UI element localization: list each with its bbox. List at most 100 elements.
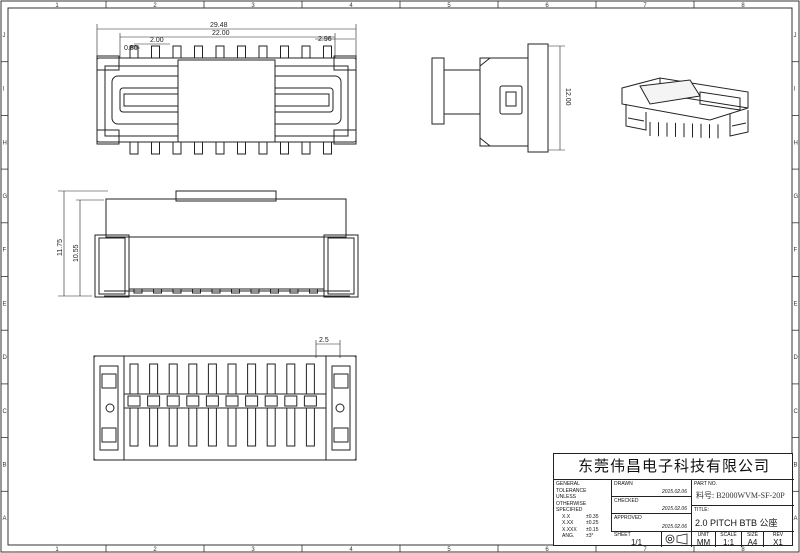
column-label: 1 [55,3,59,9]
checked-label: CHECKED [614,498,639,504]
row-label: B [794,462,798,468]
title-block: 东莞伟昌电子科技有限公司 GENERAL TOLERANCE UNLESS OT… [553,453,794,547]
tolerance-key: X.X [562,513,571,520]
dim-bottom-pitch: 2.5 [319,337,329,344]
column-label: 4 [349,547,353,553]
tolerance-unless: UNLESS [556,494,577,500]
bottom-pin-lower [207,407,217,447]
scale-cell: SCALE 1:1 [716,532,742,547]
size-value: A4 [747,538,758,547]
row-label: E [3,301,7,307]
front-pin [250,288,260,294]
bottom-pin-lower [188,407,198,447]
projection-symbol [662,532,692,547]
row-label: A [794,516,798,522]
bottom-pin-lower [286,407,296,447]
row-label: F [3,248,7,254]
checked-cell: CHECKED 2015.02.06 [612,497,692,514]
company-name: 东莞伟昌电子科技有限公司 [554,454,794,480]
pin-bottom [301,141,311,155]
column-label: 6 [545,547,549,553]
pin-bottom [280,141,289,155]
bottom-pin-lower [266,407,276,447]
tolerance-value: ±0.15 [586,526,599,533]
row-label: G [794,194,799,200]
bottom-pin-pad [245,395,259,407]
general-tolerance: GENERAL TOLERANCE UNLESS OTHERWISE SPECI… [554,480,612,539]
drawn-date: 2015.02.06 [661,489,687,495]
column-label: 7 [643,547,647,553]
drawn-cell: DRAWN 2015.02.06 [612,480,692,497]
pin-top [301,45,311,59]
column-label: 3 [251,547,255,553]
tolerance-row: X.XX±0.25 [556,520,609,527]
row-label: G [3,194,8,200]
bottom-pin-pad [225,395,239,407]
column-label: 6 [545,3,549,9]
column-label: 5 [447,3,451,9]
row-label: E [794,301,798,307]
tolerance-key: ANG. [562,533,575,539]
bottom-pin-lower [305,407,315,447]
pin-top [172,45,182,59]
sheet-value: 1/1 [630,538,643,547]
pin-bottom [323,141,332,155]
bottom-pin-pad [166,395,180,407]
bottom-pin-upper [168,363,178,395]
drawn-label: DRAWN [614,481,633,487]
bottom-pin-pad [303,395,317,407]
bottom-pin-pad [205,395,219,407]
bottom-pin-pad [127,395,141,407]
third-angle-projection-icon [665,533,687,545]
tolerance-value: ±3° [586,533,594,539]
row-label: J [794,33,797,39]
part-no-label: PART NO. [694,481,718,487]
row-label: H [794,140,798,146]
column-label: 2 [153,547,157,553]
dim-pitch: 2.00 [150,37,164,44]
front-pin [172,288,182,294]
bottom-pin-upper [247,363,257,395]
bottom-pin-pad [147,395,161,407]
tolerance-value: ±0.35 [586,513,599,520]
sheet-cell: SHEET 1/1 [612,532,662,547]
sheet-label: SHEET [614,532,631,538]
tolerance-otherwise: OTHERWISE SPECIFIED [556,500,587,514]
isometric-view [621,77,749,139]
row-label: C [3,409,8,415]
row-label: A [3,516,7,522]
pin-top [215,45,225,59]
row-label: I [794,87,796,93]
row-label: I [3,87,5,93]
front-view [58,190,359,298]
bottom-pin-lower [149,407,159,447]
pin-top [194,45,203,59]
column-label: 8 [741,547,745,553]
unit-cell: UNIT MM [692,532,716,547]
dim-pin-width: 0.80 [124,45,138,52]
part-no-cell: PART NO. 料号: B2000WVM-SF-20P [692,480,794,506]
rev-cell: REV X1 [764,532,792,547]
row-label: B [3,462,7,468]
bottom-pin-upper [188,363,198,395]
bottom-pin-pad [186,395,200,407]
pin-top [258,45,268,59]
checked-date: 2015.02.06 [661,506,687,512]
bottom-pin-upper [227,363,237,395]
approved-cell: APPROVED 2015.02.06 [612,514,692,532]
bottom-pin-lower [227,407,237,447]
tolerance-key: X.XX [562,520,574,526]
bottom-pin-upper [129,363,139,395]
tolerance-row: ANG. ±3° [556,533,609,540]
unit-value: MM [696,538,711,547]
bottom-pin-pad [264,395,278,407]
front-pin [153,288,162,294]
side-view [431,43,565,153]
size-label: SIZE [746,532,759,538]
front-pin [309,288,318,294]
column-label: 8 [741,3,745,9]
approved-date: 2015.02.06 [661,524,687,530]
pin-bottom [215,141,225,155]
dim-pin-span: 22.00 [212,30,230,37]
